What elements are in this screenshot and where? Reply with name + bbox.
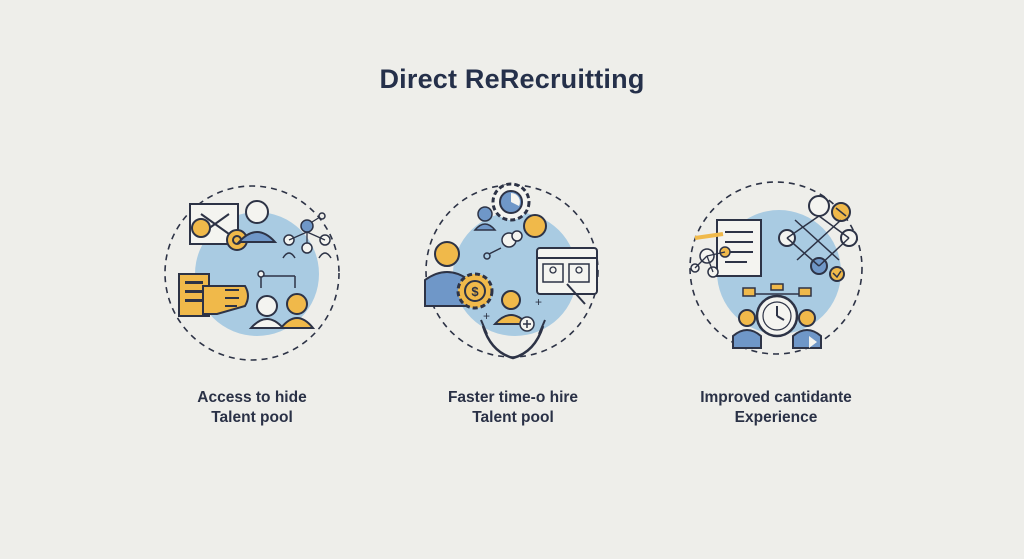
caption-talent-pool: Access to hide Talent pool	[122, 388, 382, 428]
caption-line-1: Faster time-o hire	[447, 389, 579, 406]
caption-line-2: Talent pool	[211, 409, 293, 426]
hands-icon	[481, 325, 545, 360]
experience-illustration	[689, 181, 863, 355]
candidate-head-icon	[256, 295, 278, 317]
small-person-icon	[477, 206, 493, 222]
dashed-ring	[164, 185, 340, 361]
hiring-gear-hands-icon: $ + +	[417, 176, 607, 366]
person-body-icon	[236, 231, 278, 243]
candidate-head-icon	[738, 309, 756, 327]
caption-line-2: Experience	[734, 409, 818, 426]
dashed-ring	[689, 181, 863, 355]
caption-candidate-experience: Improved cantidante Experience	[646, 388, 906, 428]
hiring-illustration: $ + +	[424, 182, 599, 360]
caption-line-1: Access to hide	[197, 389, 307, 406]
highlight-dot	[523, 214, 547, 238]
network-person-icon	[300, 219, 314, 233]
candidate-head-icon-2	[798, 309, 816, 327]
caption-faster-hire: Faster time-o hire Talent pool	[383, 388, 643, 428]
page-title: Direct ReRecruitting	[379, 64, 645, 94]
recruiter-head-icon	[434, 241, 460, 267]
candidate-head-icon	[501, 290, 521, 310]
talent-network-icon	[157, 178, 347, 368]
svg-text:+: +	[483, 309, 490, 323]
candidate-head-icon-2	[286, 293, 308, 315]
caption-line-2: Talent pool	[472, 409, 554, 426]
network-node-icon-2	[808, 195, 830, 217]
candidate-experience-icon	[681, 176, 871, 366]
check-badge-icon	[829, 266, 845, 282]
person-head-icon	[245, 200, 269, 224]
caption-line-1: Improved cantidante	[700, 389, 852, 406]
svg-text:+: +	[535, 295, 542, 309]
svg-text:$: $	[471, 284, 479, 299]
talent-network-illustration	[164, 185, 340, 361]
gear-icon	[191, 218, 211, 238]
